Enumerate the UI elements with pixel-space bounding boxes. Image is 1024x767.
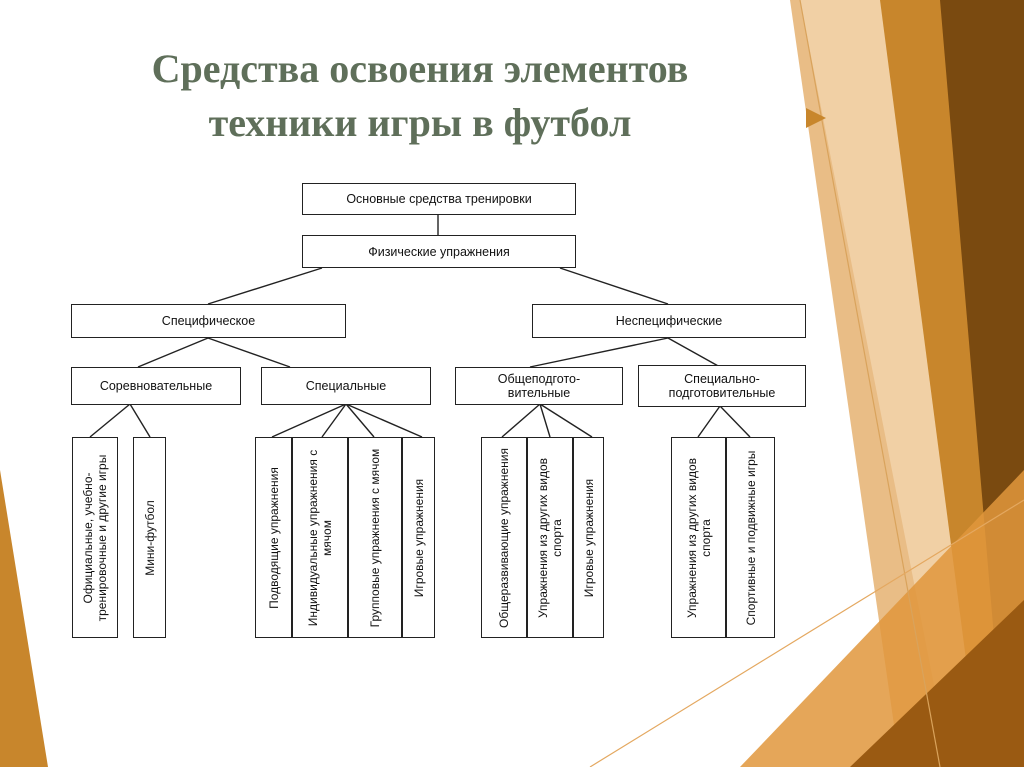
leaf-group-ball-exercises-label: Групповые упражнения с мячом [368, 448, 382, 627]
connector-special-leaf-1 [271, 403, 347, 438]
node-physical-exercises: Физические упражнения [302, 235, 576, 268]
slide-title: Средства освоения элементов техники игры… [60, 42, 780, 150]
node-nonspecific: Неспецифические [532, 304, 806, 338]
slide-title-line-2: техники игры в футбол [208, 100, 632, 145]
leaf-individual-ball-exercises-label: Индивидуальные упражнения с мячом [306, 449, 334, 626]
deco-thin-line-1 [799, 0, 941, 767]
leaf-lead-up-exercises: Подводящие упражнения [255, 437, 292, 638]
connector-specific-to-special [207, 337, 291, 368]
deco-thin-line-2 [589, 499, 1024, 767]
node-specific: Специфическое [71, 304, 346, 338]
leaf-individual-ball-exercises: Индивидуальные упражнения с мячом [292, 437, 348, 638]
connector-special-leaf-2 [321, 403, 347, 438]
connector-competitive-leaf-1 [89, 403, 131, 438]
leaf-mini-football: Мини-футбол [133, 437, 166, 638]
connector-general-leaf-3 [539, 403, 593, 438]
deco-left-wedge [0, 470, 48, 767]
leaf-game-exercises-special-label: Игровые упражнения [411, 478, 426, 597]
leaf-general-developmental-label: Общеразвивающие упражнения [497, 447, 511, 628]
leaf-other-sports-special-prep-label: Упражнения из других видов спорта [684, 457, 713, 618]
node-special: Специальные [261, 367, 431, 405]
leaf-official-games-label: Официальные, учебно-тренировочные и друг… [81, 454, 109, 621]
slide-title-line-1: Средства освоения элементов [151, 46, 689, 91]
leaf-game-exercises-general-label: Игровые упражнения [581, 478, 596, 597]
connector-competitive-leaf-2 [129, 403, 151, 438]
connector-special-prep-leaf-2 [719, 405, 751, 438]
leaf-other-sports-general-label: Упражнения из других видов спорта [536, 457, 564, 618]
leaf-lead-up-exercises-label: Подводящие упражнения [266, 466, 281, 609]
connector-level1-to-specific [207, 267, 323, 305]
node-competitive: Соревновательные [71, 367, 241, 405]
leaf-group-ball-exercises: Групповые упражнения с мячом [348, 437, 402, 638]
connector-level1-to-nonspecific [559, 267, 669, 305]
connector-special-leaf-3 [345, 403, 375, 438]
deco-bottom-right-dark [850, 600, 1024, 767]
connector-nonspecific-to-general [529, 337, 669, 368]
leaf-game-exercises-general: Игровые упражнения [573, 437, 604, 638]
leaf-mini-football-label: Мини-футбол [142, 499, 157, 576]
node-general-prep: Общеподгото-вительные [455, 367, 623, 405]
leaf-sports-outdoor-games-label: Спортивные и подвижные игры [743, 450, 758, 625]
node-special-prep: Специально-подготовительные [638, 365, 806, 407]
connector-general-leaf-2 [539, 403, 551, 438]
leaf-official-games: Официальные, учебно-тренировочные и друг… [72, 437, 118, 638]
leaf-sports-outdoor-games: Спортивные и подвижные игры [726, 437, 775, 638]
connector-specific-to-competitive [137, 337, 209, 368]
leaf-game-exercises-special: Игровые упражнения [402, 437, 435, 638]
connector-special-prep-leaf-1 [697, 405, 721, 438]
connector-nonspecific-to-special-prep [667, 337, 721, 368]
leaf-other-sports-general: Упражнения из других видов спорта [527, 437, 573, 638]
leaf-other-sports-special-prep: Упражнения из других видов спорта [671, 437, 726, 638]
connector-special-leaf-4 [345, 403, 423, 438]
connector-general-leaf-1 [501, 403, 541, 438]
deco-arrow-bullet [806, 108, 826, 128]
leaf-general-developmental: Общеразвивающие упражнения [481, 437, 527, 638]
node-root: Основные средства тренировки [302, 183, 576, 215]
